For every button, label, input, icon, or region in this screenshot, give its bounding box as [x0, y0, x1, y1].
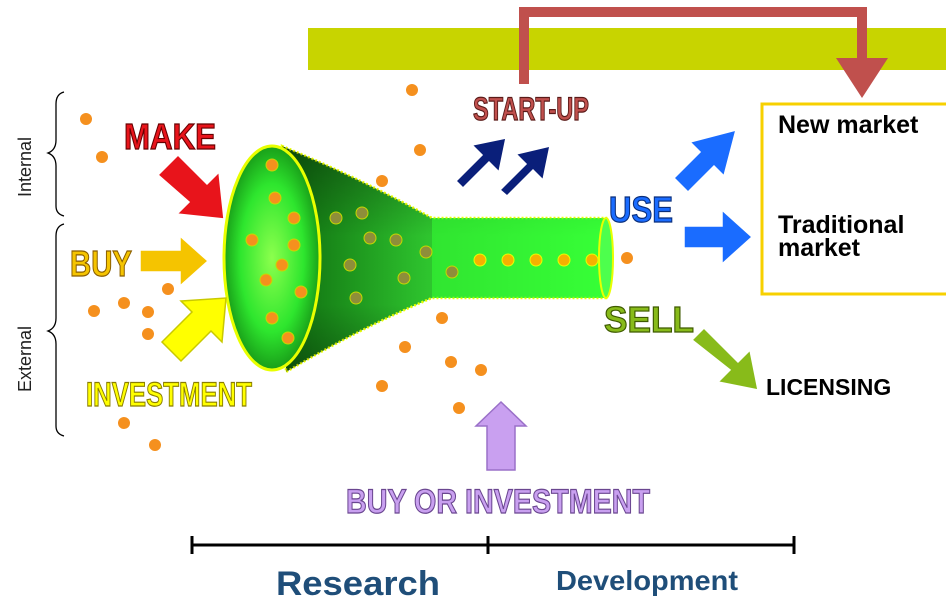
- idea-dot: [414, 144, 426, 156]
- idea-dot: [142, 306, 154, 318]
- external-label: External: [15, 326, 35, 392]
- idea-dot: [96, 151, 108, 163]
- idea-dot: [245, 233, 259, 247]
- funnel-dots: [245, 158, 599, 345]
- buy-or-investment-arrow: [474, 400, 528, 471]
- idea-dot: [329, 211, 343, 225]
- use-label: USE: [609, 189, 673, 230]
- idea-dot: [501, 253, 515, 267]
- idea-dot: [268, 191, 282, 205]
- idea-dot: [287, 211, 301, 225]
- idea-dot: [259, 273, 273, 287]
- idea-dot: [436, 312, 448, 324]
- idea-dot: [585, 253, 599, 267]
- development-label: Development: [556, 565, 738, 596]
- internal-brace: [46, 91, 65, 217]
- idea-dot: [162, 283, 174, 295]
- idea-dot: [294, 285, 308, 299]
- make-label: MAKE: [124, 116, 216, 157]
- idea-dot: [445, 265, 459, 279]
- idea-dot: [287, 238, 301, 252]
- idea-dot: [349, 291, 363, 305]
- idea-dot: [281, 331, 295, 345]
- investment-label: INVESTMENT: [86, 376, 252, 414]
- startup-label: START-UP: [473, 91, 589, 127]
- idea-dot: [557, 253, 571, 267]
- new-market-label: New market: [778, 111, 919, 139]
- funnel-mouth: [222, 144, 322, 372]
- investment-arrow: [160, 297, 227, 363]
- idea-dot: [88, 305, 100, 317]
- idea-dot: [80, 113, 92, 125]
- scattered-dots: [80, 84, 633, 451]
- idea-dot: [118, 417, 130, 429]
- idea-dot: [473, 253, 487, 267]
- traditional-market-label-line2: market: [778, 234, 860, 262]
- idea-dot: [118, 297, 130, 309]
- idea-dot: [397, 271, 411, 285]
- buy-label: BUY: [70, 243, 132, 284]
- idea-dot: [621, 252, 633, 264]
- licensing-label: LICENSING: [766, 374, 891, 400]
- internal-label: Internal: [15, 137, 35, 197]
- research-label: Research: [276, 565, 440, 601]
- sell-arrow: [690, 326, 759, 391]
- buy-arrow: [139, 234, 210, 288]
- idea-dot: [445, 356, 457, 368]
- sell-label: SELL: [604, 299, 694, 340]
- idea-dot: [363, 231, 377, 245]
- external-brace: [46, 223, 65, 437]
- use-arrow-lower: [683, 208, 754, 266]
- startup-arrow-right: [498, 145, 551, 198]
- use-arrow-upper: [672, 128, 738, 194]
- idea-dot: [389, 233, 403, 247]
- idea-dot: [275, 258, 289, 272]
- idea-dot: [142, 328, 154, 340]
- idea-dot: [149, 439, 161, 451]
- feedback-arrow-head: [836, 58, 888, 98]
- idea-dot: [376, 380, 388, 392]
- market-box: [760, 102, 946, 296]
- idea-dot: [475, 364, 487, 376]
- idea-dot: [343, 258, 357, 272]
- make-arrow: [156, 153, 225, 220]
- top-bar: [308, 28, 946, 70]
- idea-dot: [419, 245, 433, 259]
- idea-dot: [265, 158, 279, 172]
- idea-dot: [376, 175, 388, 187]
- traditional-market-label-line1: Traditional: [778, 211, 905, 239]
- idea-dot: [406, 84, 418, 96]
- feedback-arrow: [519, 7, 867, 84]
- idea-dot: [265, 311, 279, 325]
- buy-or-investment-label: BUY OR INVESTMENT: [346, 483, 650, 521]
- startup-arrow-left: [454, 137, 507, 190]
- idea-dot: [399, 341, 411, 353]
- funnel-tube-end: [598, 217, 614, 299]
- idea-dot: [453, 402, 465, 414]
- idea-dot: [529, 253, 543, 267]
- idea-dot: [355, 206, 369, 220]
- funnel-tube-highlight: [432, 218, 606, 298]
